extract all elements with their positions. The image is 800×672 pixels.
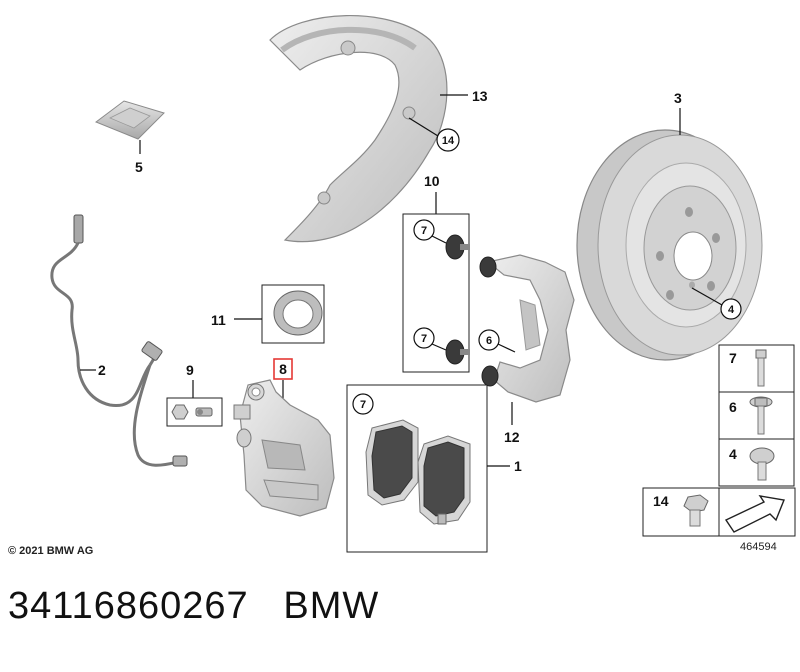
- fastener-legend: 7 6 4 14: [642, 344, 796, 537]
- leader-line: [691, 287, 723, 306]
- callout-11: 11: [211, 312, 226, 328]
- leader-line: [431, 343, 447, 351]
- bolt-7-icon: [755, 349, 767, 387]
- seal-kit-box: [261, 284, 325, 344]
- callout-6-circle: 6: [486, 335, 492, 347]
- callout-circle-4: [720, 298, 742, 320]
- callout-12: 12: [504, 429, 520, 445]
- seal-ring-part: [273, 290, 323, 336]
- legend-label-6: 6: [729, 399, 737, 415]
- legend-label-14: 14: [653, 493, 669, 509]
- guide-bushing-top: [445, 234, 470, 260]
- dust-shield-part: [269, 15, 448, 243]
- callout-circle-7-bottom: [413, 327, 435, 349]
- highlight-box-8: [273, 358, 293, 380]
- brand-name: BMW: [283, 585, 380, 627]
- callout-circle-6: [478, 329, 500, 351]
- leader-line: [431, 235, 447, 244]
- caliper-part: [233, 379, 335, 517]
- brake-pad-inner: [365, 419, 419, 506]
- callout-5: 5: [135, 159, 143, 175]
- callout-10: 10: [424, 173, 440, 189]
- callout-14-circle-label: 14: [442, 135, 455, 147]
- guide-bolt-box: [402, 213, 470, 373]
- part-number-footer: 34116860267 BMW: [8, 585, 379, 628]
- brake-pads-box: [346, 384, 488, 553]
- callout-3: 3: [674, 90, 682, 106]
- callout-7-top: 7: [421, 225, 427, 237]
- leader-line: [497, 343, 516, 353]
- wear-sensor-part: [50, 214, 188, 467]
- guide-bushing-bottom: [445, 339, 470, 365]
- callout-1: 1: [514, 458, 522, 474]
- callout-4-circle: 4: [728, 304, 735, 316]
- legend-cell-4: [718, 438, 795, 487]
- bolt-6-icon: [749, 396, 773, 435]
- callout-circle-7-top: [413, 219, 435, 241]
- part-number: 34116860267: [8, 585, 249, 627]
- callout-9: 9: [186, 362, 194, 378]
- callout-circle-14: [436, 128, 460, 152]
- callout-2: 2: [98, 362, 106, 378]
- legend-label-4: 4: [729, 446, 737, 462]
- copyright-text: © 2021 BMW AG: [8, 545, 93, 557]
- callout-7-pads: 7: [360, 399, 366, 411]
- callout-13: 13: [472, 88, 488, 104]
- bleeder-screw-part: [171, 404, 213, 420]
- brake-pad-outer: [417, 435, 471, 525]
- grease-packet-part: [94, 100, 165, 140]
- callout-7-bottom: 7: [421, 333, 427, 345]
- bolt-4-icon: [749, 447, 775, 481]
- bleeder-screw-box: [166, 397, 223, 427]
- brake-disc-part: [576, 129, 763, 361]
- bolt-14-icon: [683, 494, 709, 527]
- legend-cell-arrow: [718, 487, 796, 537]
- diagram-number: 464594: [740, 541, 777, 553]
- callout-8: 8: [279, 361, 287, 377]
- caliper-carrier-part: [479, 254, 575, 403]
- leader-line: [408, 117, 439, 137]
- arrow-icon: [724, 495, 785, 533]
- legend-label-7: 7: [729, 350, 737, 366]
- callout-circle-7-pads: [352, 393, 374, 415]
